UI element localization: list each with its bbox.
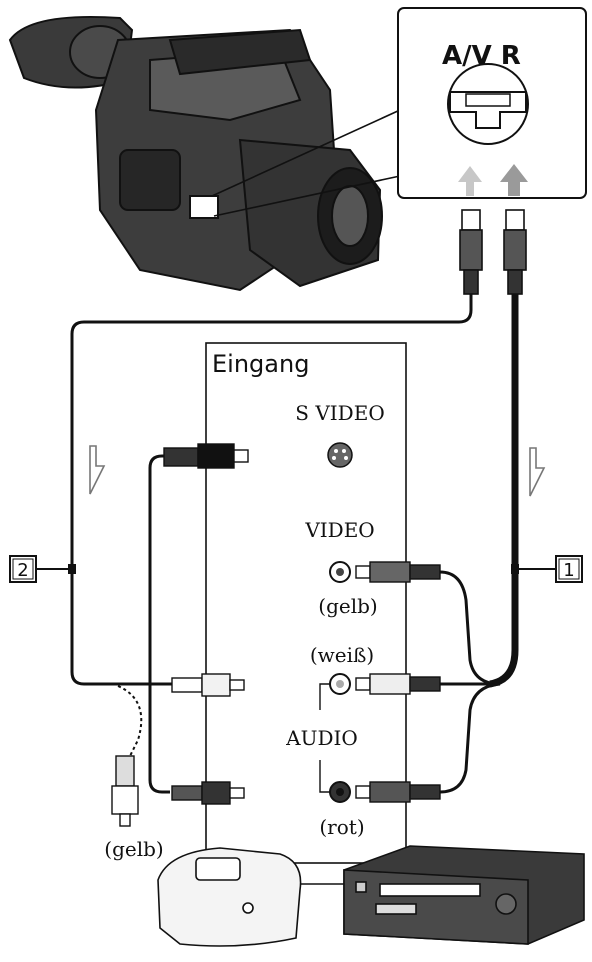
signal-arrow-left [89,445,106,495]
audio-right-jack-icon [329,781,351,803]
dvd-writer-illustration [157,847,302,947]
video-color-label: (gelb) [318,594,377,618]
insert-arrow-left [458,166,482,196]
camera-plug-right [503,209,527,295]
audio-left-jack-icon [329,673,351,695]
cable-2-line [70,294,473,686]
cable-2-audio-branch [148,684,170,794]
cable-2-svideo-branch [148,454,168,684]
s-video-label: S VIDEO [295,401,384,425]
cable-1-branch-audio-r [439,682,501,794]
callout-label-2: 2 [17,560,28,581]
insert-arrow-right [500,164,528,196]
unused-plug-color-label: (gelb) [104,837,163,861]
av-jack-icon [447,63,529,145]
unused-video-plug [111,755,139,827]
audio-left-color-label: (weiß) [310,643,374,667]
audio-label: AUDIO [285,726,358,750]
video-label: VIDEO [304,518,374,542]
rca-plug-video-right [355,561,441,583]
input-panel-heading: Eingang [212,350,309,378]
s-video-plug [163,443,249,469]
cable-1-line [489,294,519,688]
camera-plug-left [459,209,483,295]
signal-arrow-right [529,447,546,497]
audio-bracket [319,683,330,793]
camcorder-illustration [8,15,383,292]
zoom-line-top [211,109,401,197]
rca-plug-audio-l-right [355,673,441,695]
rca-plug-audio-r-right [355,781,441,803]
rca-plug-audio-l-left [171,673,245,697]
zoom-line-bottom [213,175,401,217]
vcr-illustration [343,845,585,945]
cable-1-branch-video [439,570,501,686]
s-video-jack-icon [327,442,353,468]
callout-label-1: 1 [563,560,574,581]
audio-right-color-label: (rot) [319,815,364,839]
unused-plug-cable [117,685,143,761]
input-panel [205,342,407,864]
video-jack-icon [329,561,351,583]
rca-plug-audio-r-left [171,781,245,805]
